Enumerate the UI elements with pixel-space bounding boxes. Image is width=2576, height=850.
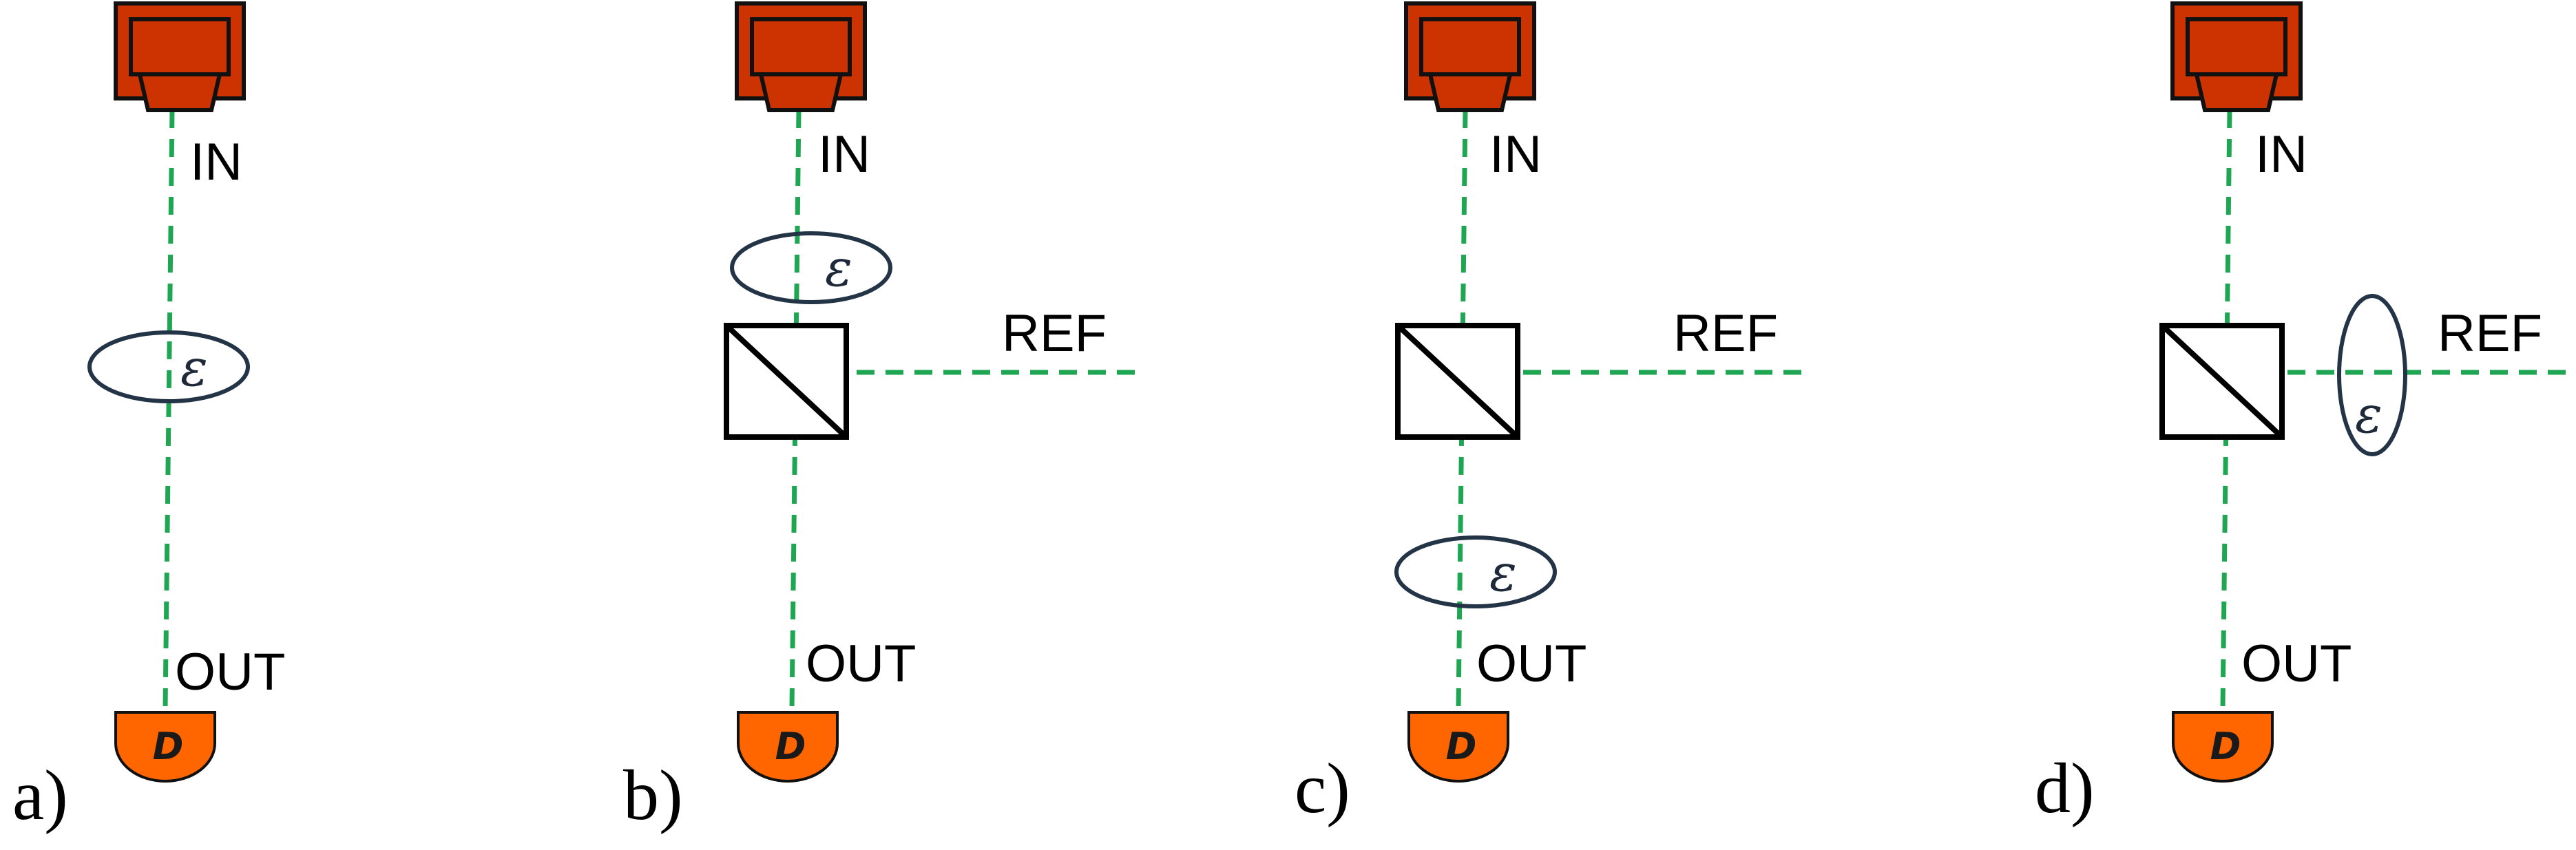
beam-splitter bbox=[724, 323, 849, 440]
panel-label: c) bbox=[1295, 749, 1350, 828]
detector-label: D bbox=[775, 725, 806, 768]
out-label: OUT bbox=[1476, 635, 1587, 693]
in-label: IN bbox=[1489, 125, 1542, 184]
panel-b: IN ε REF OUT D b) bbox=[623, 1, 1135, 835]
optical-element: ε bbox=[2337, 294, 2407, 456]
detector-label: D bbox=[153, 725, 184, 768]
element-label: ε bbox=[180, 339, 208, 398]
panel-label: d) bbox=[2035, 749, 2095, 828]
light-source bbox=[1404, 1, 1536, 112]
panel-label: b) bbox=[623, 756, 683, 835]
panel-d: IN ε REF OUT D d) bbox=[2035, 1, 2576, 828]
element-label: ε bbox=[2355, 385, 2383, 445]
ref-label: REF bbox=[1002, 304, 1107, 363]
beam-splitter bbox=[1395, 323, 1520, 440]
ref-label: REF bbox=[2438, 304, 2542, 363]
out-label: OUT bbox=[175, 643, 285, 701]
detector: D bbox=[2172, 711, 2274, 783]
panel-a: IN ε OUT D a) bbox=[12, 1, 285, 835]
detector-label: D bbox=[2210, 725, 2241, 768]
light-source bbox=[735, 1, 867, 112]
in-label: IN bbox=[818, 125, 870, 184]
optical-element: ε bbox=[730, 231, 892, 304]
optical-element: ε bbox=[1394, 535, 1557, 608]
out-label: OUT bbox=[806, 635, 916, 693]
detector: D bbox=[1407, 711, 1509, 783]
beam-splitter bbox=[2159, 323, 2285, 440]
light-source bbox=[114, 1, 246, 112]
detector: D bbox=[114, 711, 216, 783]
optical-element: ε bbox=[87, 330, 250, 403]
in-label: IN bbox=[190, 133, 242, 191]
light-source bbox=[2170, 1, 2303, 112]
out-label: OUT bbox=[2241, 635, 2352, 693]
panel-label: a) bbox=[12, 756, 68, 835]
ref-label: REF bbox=[1673, 304, 1778, 363]
detector-label: D bbox=[1446, 725, 1477, 768]
in-label: IN bbox=[2255, 125, 2307, 184]
panel-c: IN REF ε OUT D c) bbox=[1295, 1, 1807, 828]
element-label: ε bbox=[1489, 544, 1517, 603]
detector: D bbox=[737, 711, 839, 783]
element-label: ε bbox=[825, 239, 852, 298]
beam-input-output bbox=[163, 109, 175, 710]
